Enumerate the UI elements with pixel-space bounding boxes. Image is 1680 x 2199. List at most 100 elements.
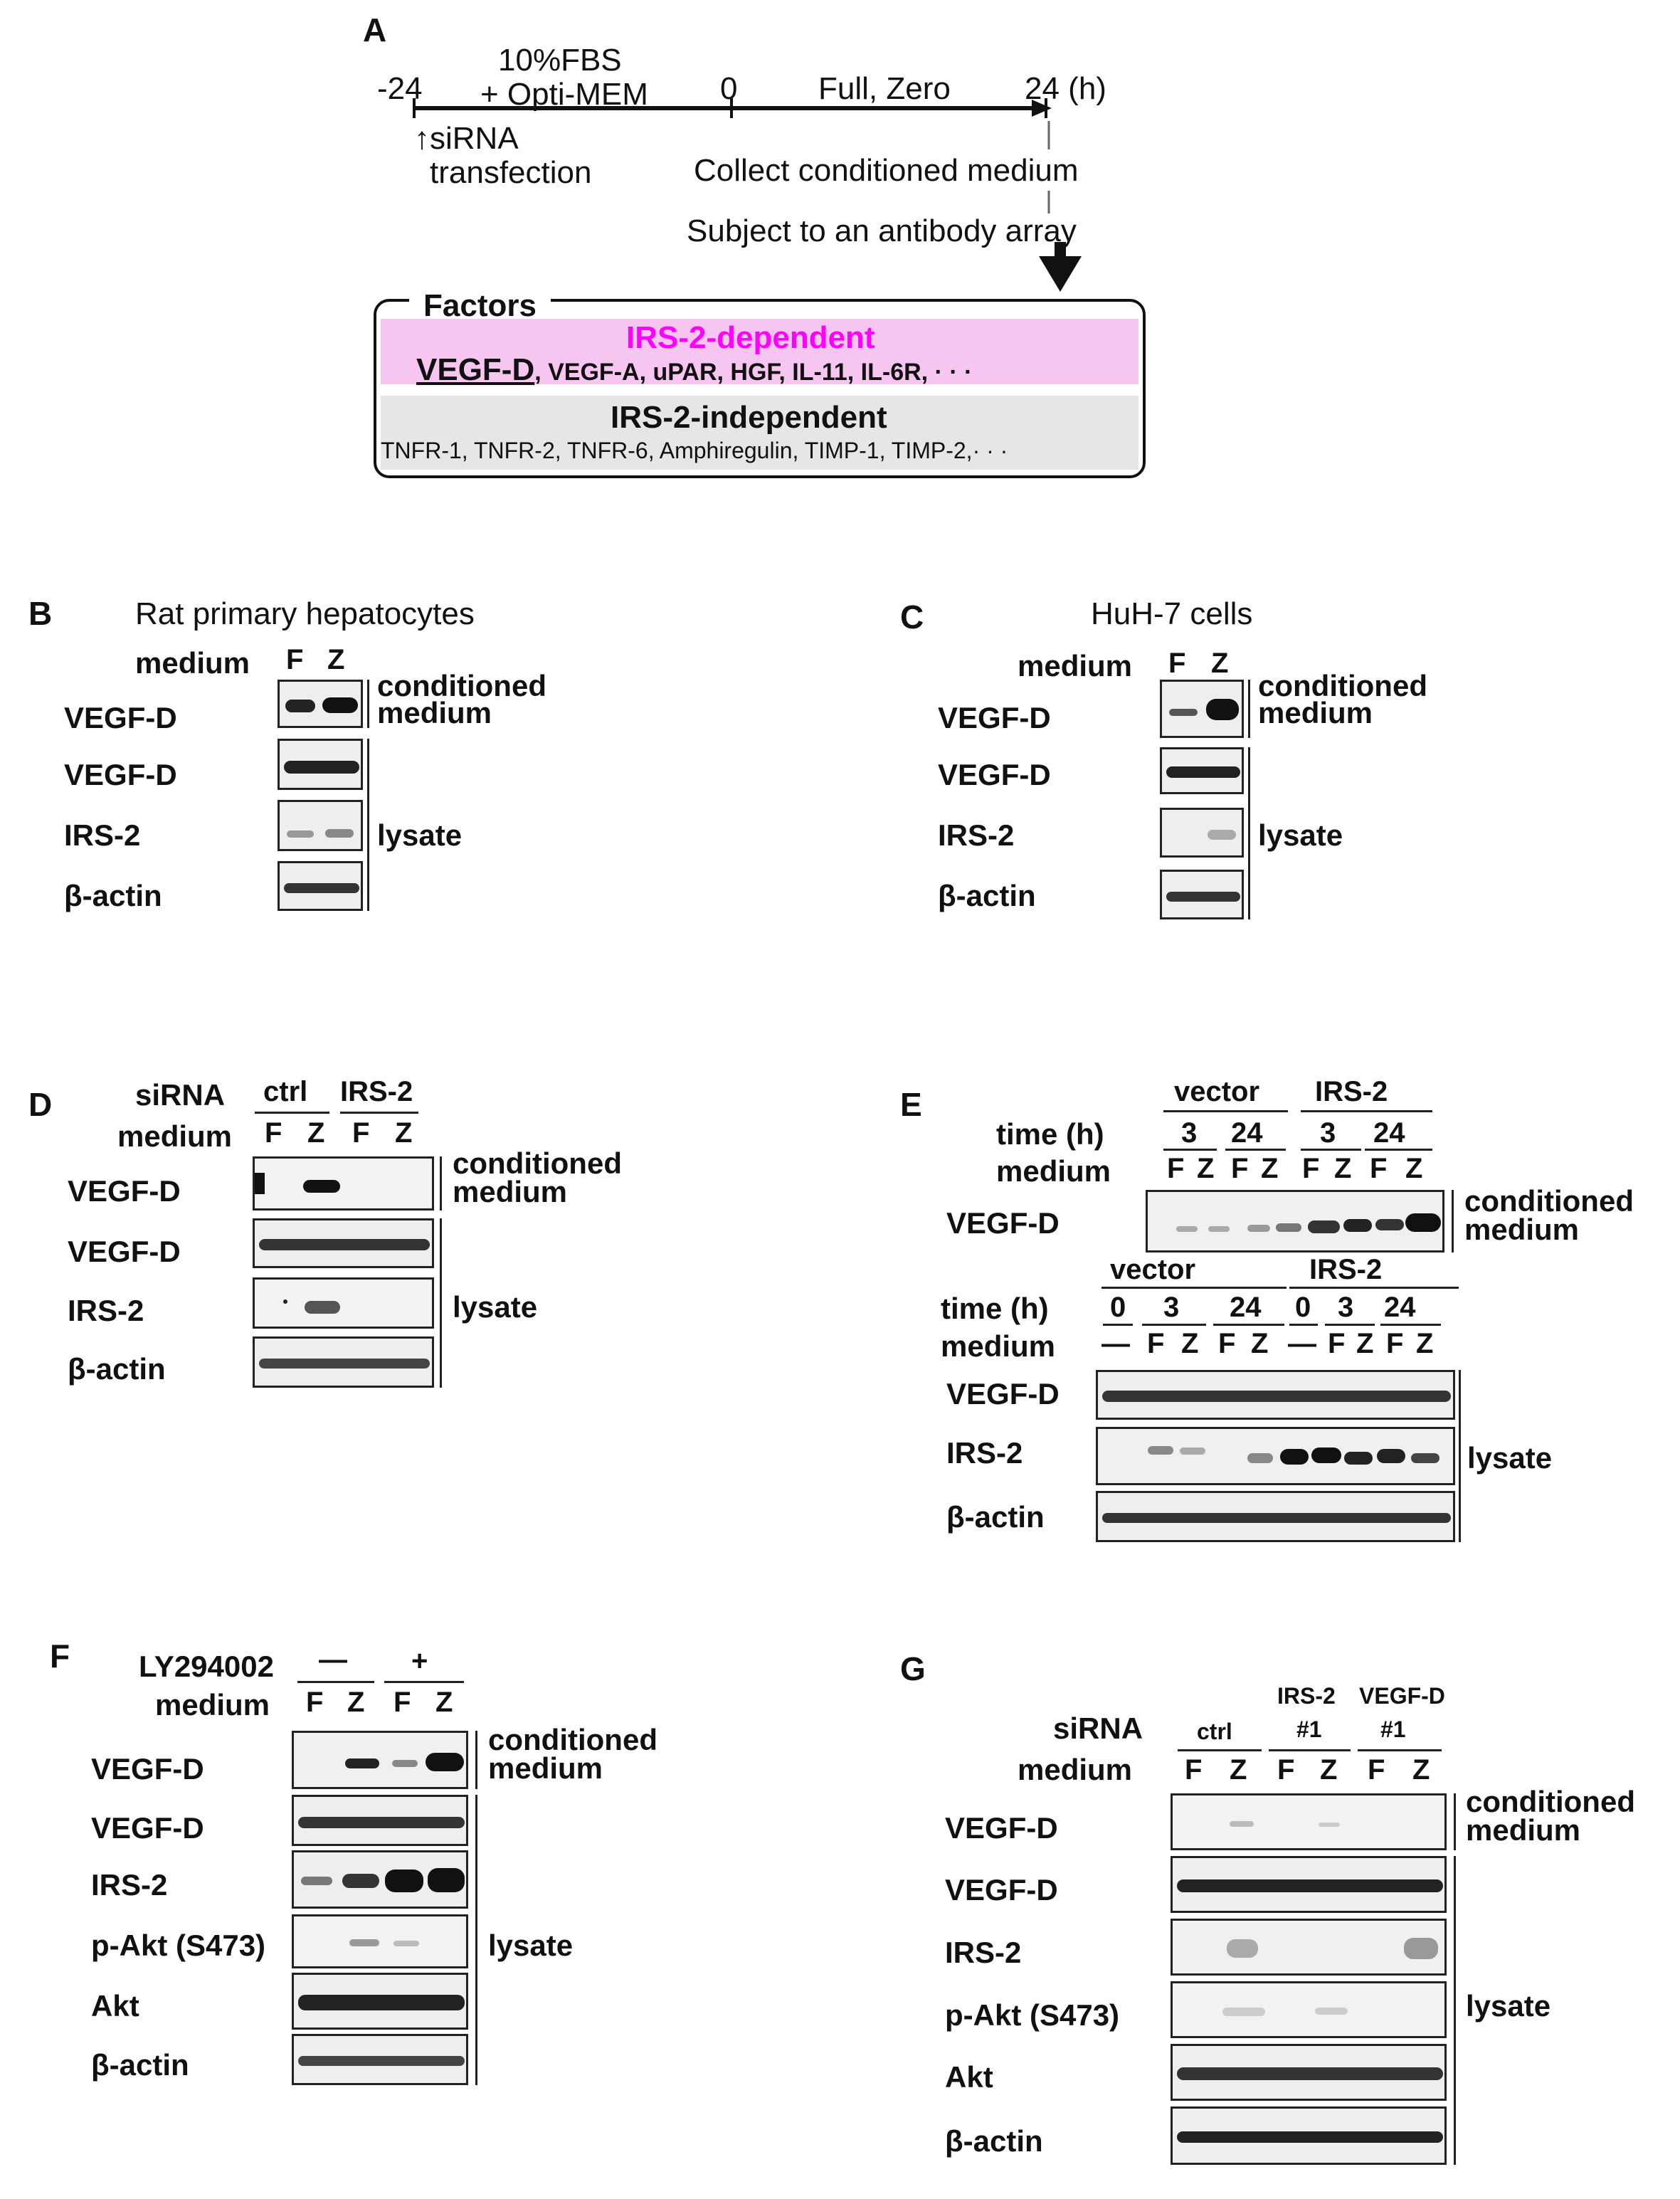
- dependent-title: IRS-2-dependent: [626, 320, 875, 355]
- row-label: IRS-2: [945, 1936, 1022, 1969]
- lane-label: Z: [1416, 1328, 1434, 1359]
- step-array: Subject to an antibody array: [687, 213, 1077, 248]
- time-underline: [1289, 1324, 1318, 1326]
- group-label: vector: [1174, 1076, 1260, 1107]
- conditioned-line1: conditioned: [1258, 669, 1427, 702]
- medium-label: medium: [135, 646, 250, 680]
- blot-actin: [292, 2034, 468, 2085]
- time-value: 24: [1230, 1292, 1262, 1323]
- transfection-line2: transfection: [430, 155, 592, 190]
- lane-label: Z: [1230, 1754, 1247, 1786]
- time-label: time (h): [941, 1292, 1049, 1325]
- panel-c-title: HuH-7 cells: [1091, 596, 1253, 631]
- blot-irs2: [1171, 1919, 1447, 1976]
- lysate-bracket: [440, 1218, 442, 1388]
- row-label: VEGF-D: [91, 1752, 204, 1786]
- group-underline: [255, 1112, 329, 1114]
- blot-conditioned-vegfd: [1160, 680, 1244, 738]
- blot-irs2: [1096, 1427, 1455, 1485]
- factors-title: Factors: [409, 288, 551, 324]
- lane-label: F: [1147, 1328, 1165, 1359]
- row-label: IRS-2: [64, 818, 141, 852]
- transfection-line1: ↑siRNA: [414, 121, 519, 156]
- lysate-bracket: [475, 1795, 477, 2085]
- group-label: IRS-2: [1309, 1254, 1383, 1285]
- row-label: β-actin: [945, 2124, 1043, 2158]
- lane-label: Z: [1181, 1328, 1199, 1359]
- lysate-bracket: [1459, 1370, 1461, 1542]
- blot-actin: [1171, 2106, 1447, 2165]
- group-label-line2: #1: [1380, 1717, 1406, 1742]
- panel-label-a: A: [363, 11, 387, 48]
- group-underline: [1101, 1287, 1287, 1289]
- group-label: ctrl: [1197, 1719, 1232, 1744]
- drug-state: +: [411, 1645, 428, 1677]
- blot-irs2: [278, 800, 363, 851]
- lane-label: —: [1101, 1328, 1130, 1359]
- panel-label-c: C: [900, 598, 924, 636]
- conditioned-line1: conditioned: [488, 1723, 657, 1756]
- row-label: VEGF-D: [68, 1174, 181, 1208]
- lane-label: Z: [1251, 1328, 1269, 1359]
- row-label: VEGF-D: [64, 758, 177, 791]
- factors-box: [374, 299, 1146, 478]
- row-label: VEGF-D: [938, 758, 1051, 791]
- lane-label: Z: [1412, 1754, 1430, 1786]
- lane-label: F: [1168, 648, 1186, 679]
- lane-label: F: [286, 644, 304, 675]
- conditioned-line2: medium: [1464, 1213, 1580, 1246]
- time-value: 24: [1231, 1117, 1263, 1149]
- medium-label: medium: [117, 1119, 233, 1153]
- time-value: 3: [1181, 1117, 1198, 1149]
- conditioned-bracket: [1452, 1190, 1454, 1253]
- time-underline: [1380, 1324, 1441, 1326]
- dependent-rest: , VEGF-A, uPAR, HGF, IL-11, IL-6R, · · ·: [534, 359, 973, 386]
- blot-actin: [278, 861, 363, 911]
- lane-label: F: [1218, 1328, 1236, 1359]
- lane-label: —: [1288, 1328, 1316, 1359]
- lane-label: Z: [435, 1687, 453, 1718]
- time-value: 3: [1338, 1292, 1354, 1323]
- step-collect: Collect conditioned medium: [694, 153, 1079, 188]
- lane-label: Z: [1320, 1754, 1338, 1786]
- blot-lysate-vegfd: [1160, 747, 1244, 794]
- lane-label: Z: [1197, 1153, 1215, 1184]
- conditioned-line2: medium: [1466, 1813, 1581, 1847]
- group-label-line2: #1: [1296, 1717, 1322, 1742]
- lane-label: F: [1231, 1153, 1249, 1184]
- row-label: Akt: [945, 2060, 993, 2094]
- row-label: VEGF-D: [68, 1235, 181, 1268]
- dependent-list: VEGF-D, VEGF-A, uPAR, HGF, IL-11, IL-6R,…: [416, 352, 972, 388]
- time-value: 3: [1163, 1292, 1180, 1323]
- group-underline: [297, 1681, 374, 1683]
- time-value: 0: [1295, 1292, 1311, 1323]
- blot-lysate-vegfd: [292, 1795, 468, 1846]
- blot-actin: [1096, 1491, 1455, 1542]
- lysate-label: lysate: [488, 1929, 574, 1962]
- group-underline: [1289, 1287, 1459, 1289]
- time-underline: [1163, 1149, 1217, 1151]
- row-label: Akt: [91, 1989, 139, 2023]
- group-label: vector: [1110, 1254, 1196, 1285]
- blot-pakt: [1171, 1981, 1447, 2038]
- lane-label: F: [393, 1687, 411, 1718]
- time-value: 0: [1110, 1292, 1126, 1323]
- conditioned-line2: medium: [488, 1751, 603, 1785]
- group-underline: [1269, 1749, 1351, 1751]
- time-underline: [1365, 1149, 1432, 1151]
- row-label: IRS-2: [946, 1436, 1023, 1470]
- group-label: IRS-2: [340, 1076, 413, 1107]
- group-underline: [340, 1112, 418, 1114]
- panel-label-b: B: [28, 595, 53, 632]
- conditioned-bracket: [440, 1156, 442, 1211]
- blot-irs2: [253, 1277, 434, 1329]
- lane-label: Z: [1334, 1153, 1352, 1184]
- time-end: 24 (h): [1025, 71, 1106, 106]
- time-zero: 0: [720, 71, 738, 106]
- lysate-label: lysate: [1466, 1989, 1551, 2023]
- lysate-label: lysate: [377, 818, 463, 852]
- blot-conditioned-vegfd: [1171, 1793, 1447, 1850]
- blot-lysate-vegfd: [278, 739, 363, 790]
- time-underline: [1142, 1324, 1206, 1326]
